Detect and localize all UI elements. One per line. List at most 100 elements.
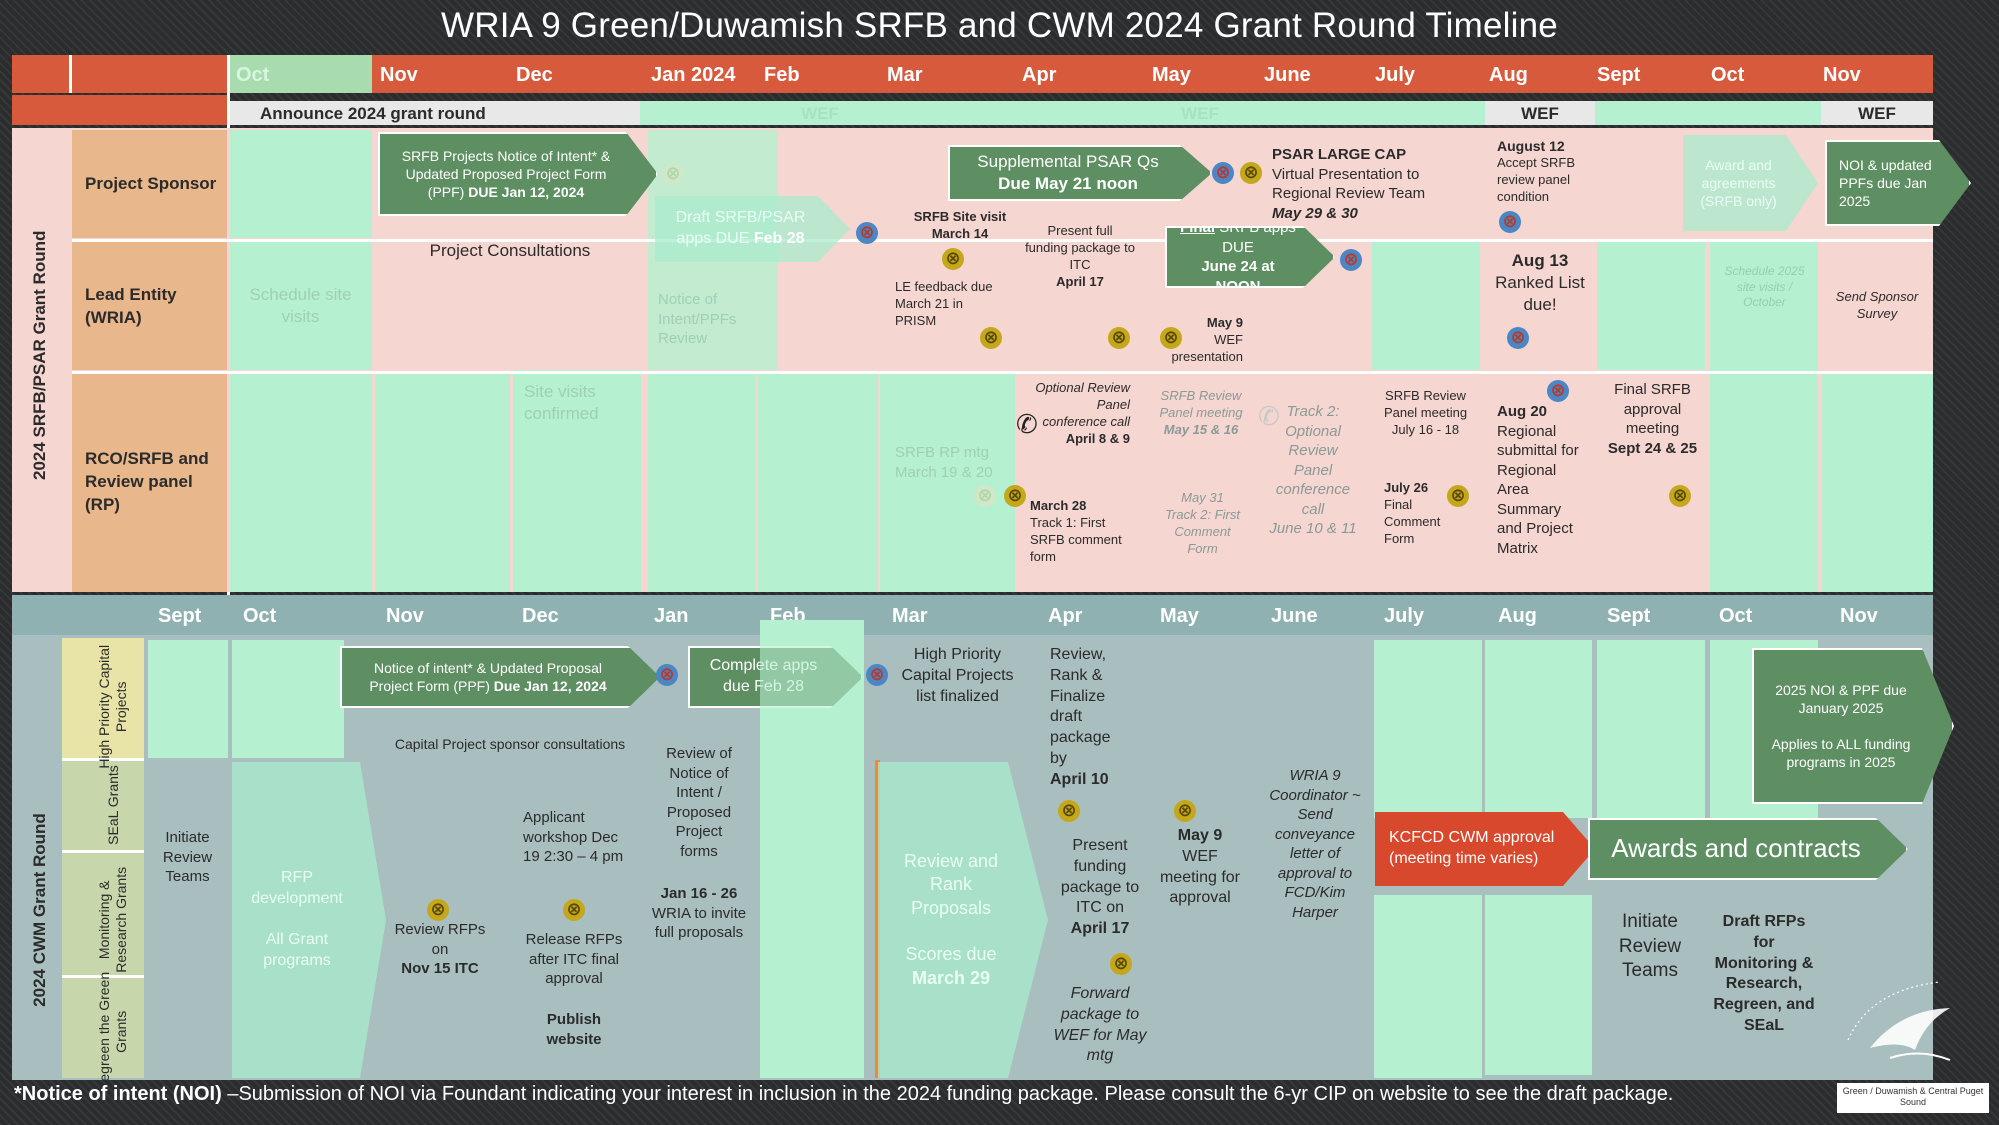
bottom-month-sept2: Sept (1607, 605, 1651, 627)
x-circle-icon: ⊗ (942, 248, 964, 270)
row-seal: SEaL Grants (105, 765, 121, 845)
send-sponsor-survey: Send Sponsor Survey (1835, 289, 1919, 321)
top-month-july: July (1375, 64, 1416, 86)
wef-may: WEF (1181, 104, 1219, 123)
month-oct-highlight (229, 55, 372, 93)
bottom-month-nov: Nov (386, 605, 424, 627)
top-month-nov: Nov (380, 64, 418, 86)
x-circle-icon: ⊗ (1447, 485, 1469, 507)
top-month-nov2: Nov (1823, 64, 1861, 86)
bottom-month-dec: Dec (522, 605, 559, 627)
noi-2025-arrow: NOI & updated PPFs due Jan 2025 (1825, 140, 1971, 226)
initiate-review-teams: Initiate Review Teams (162, 829, 213, 885)
schedule-2025: Schedule 2025 site visits / October (1724, 264, 1805, 310)
mint (1710, 242, 1818, 592)
footnote: *Notice of intent (NOI) –Submission of N… (14, 1083, 1673, 1106)
orange-edge (875, 760, 880, 1078)
review-finalize: Review, Rank & Finalize draft package by… (1050, 646, 1111, 788)
page-title: WRIA 9 Green/Duwamish SRFB and CWM 2024 … (441, 6, 1558, 45)
divider (69, 55, 72, 93)
cwm-section-label: 2024 CWM Grant Round (30, 813, 49, 1007)
mint (1485, 895, 1592, 1075)
srfb-rp-mtg: SRFB RP mtg March 19 & 20 (895, 444, 993, 481)
divider (62, 850, 144, 853)
row-bg (72, 130, 227, 238)
wria9-coordinator: WRIA 9 Coordinator ~ Send conveyance let… (1269, 767, 1361, 921)
x-circle-icon: ⊗ (563, 899, 585, 921)
x-circle-icon: ⊗ (980, 327, 1002, 349)
x-circle-icon: ⊗ (856, 222, 878, 244)
x-circle-icon: ⊗ (1240, 162, 1262, 184)
x-circle-icon: ⊗ (1212, 162, 1234, 184)
review-noi: Review of Notice of Intent / Proposed Pr… (666, 745, 732, 860)
srfb-noi-text: SRFB Projects Notice of Intent* & Update… (401, 147, 611, 201)
x-circle-icon: ⊗ (1507, 327, 1529, 349)
kcfcd-arrow: KCFCD CWM approval (meeting time varies) (1375, 812, 1595, 886)
x-circle-icon: ⊗ (866, 664, 888, 686)
mint (1822, 374, 1933, 592)
top-month-may: May (1152, 64, 1191, 86)
x-circle-icon: ⊗ (1547, 380, 1569, 402)
x-circle-icon: ⊗ (1340, 249, 1362, 271)
divider (62, 975, 144, 978)
bottom-month-mar: Mar (892, 605, 928, 627)
mint (758, 374, 878, 592)
mint-overlay (760, 620, 864, 730)
award-agreements-arrow: Award and agreements (SRFB only) (1683, 135, 1818, 231)
logo-caption: Green / Duwamish & Central Puget Sound (1837, 1083, 1989, 1113)
mint (1485, 640, 1592, 818)
footnote-text: –Submission of NOI via Foundant indicati… (221, 1083, 1674, 1105)
row-bg (72, 242, 227, 370)
bottom-month-sept: Sept (158, 605, 202, 627)
x-circle-icon: ⊗ (656, 664, 678, 686)
mint (513, 370, 641, 592)
x-circle-icon: ⊗ (1004, 485, 1026, 507)
top-month-mar: Mar (887, 64, 923, 86)
publish-website: Publish website (546, 1011, 602, 1048)
wef-aug-bg (1485, 101, 1595, 125)
top-month-june: June (1264, 64, 1311, 86)
row-regreen: Regreen the Green Grants (96, 971, 129, 1092)
pale-x-icon: ⊗ (662, 163, 684, 185)
mint (230, 374, 372, 592)
top-month-oct2: Oct (1711, 64, 1745, 86)
bottom-month-june: June (1271, 605, 1318, 627)
mint (880, 374, 1015, 592)
track2-optional-call: Track 2: Optional Review Panel conferenc… (1269, 403, 1357, 537)
le-feedback: LE feedback due March 21 in PRISM (895, 279, 993, 328)
row-rco-srfb: RCO/SRFB and Review panel (RP) (85, 449, 209, 514)
x-circle-icon: ⊗ (427, 899, 449, 921)
phone-icon: ✆ (1016, 409, 1038, 439)
project-consultations: Project Consultations (429, 241, 591, 260)
x-circle-icon: ⊗ (1108, 327, 1130, 349)
mint (1597, 640, 1705, 818)
x-circle-icon: ⊗ (1669, 485, 1691, 507)
pale-x-icon: ⊗ (974, 485, 996, 507)
draft-rfps: Draft RFPs for Monitoring & Research, Re… (1713, 913, 1815, 1034)
top-month-aug: Aug (1489, 64, 1528, 86)
row-bg (62, 638, 144, 758)
awards-contracts-arrow: Awards and contracts (1588, 818, 1908, 880)
bottom-month-may: May (1160, 605, 1199, 627)
sub-row-left (12, 95, 227, 125)
mint (148, 640, 228, 758)
bottom-month-apr: Apr (1048, 605, 1083, 627)
mint (1374, 895, 1482, 1078)
